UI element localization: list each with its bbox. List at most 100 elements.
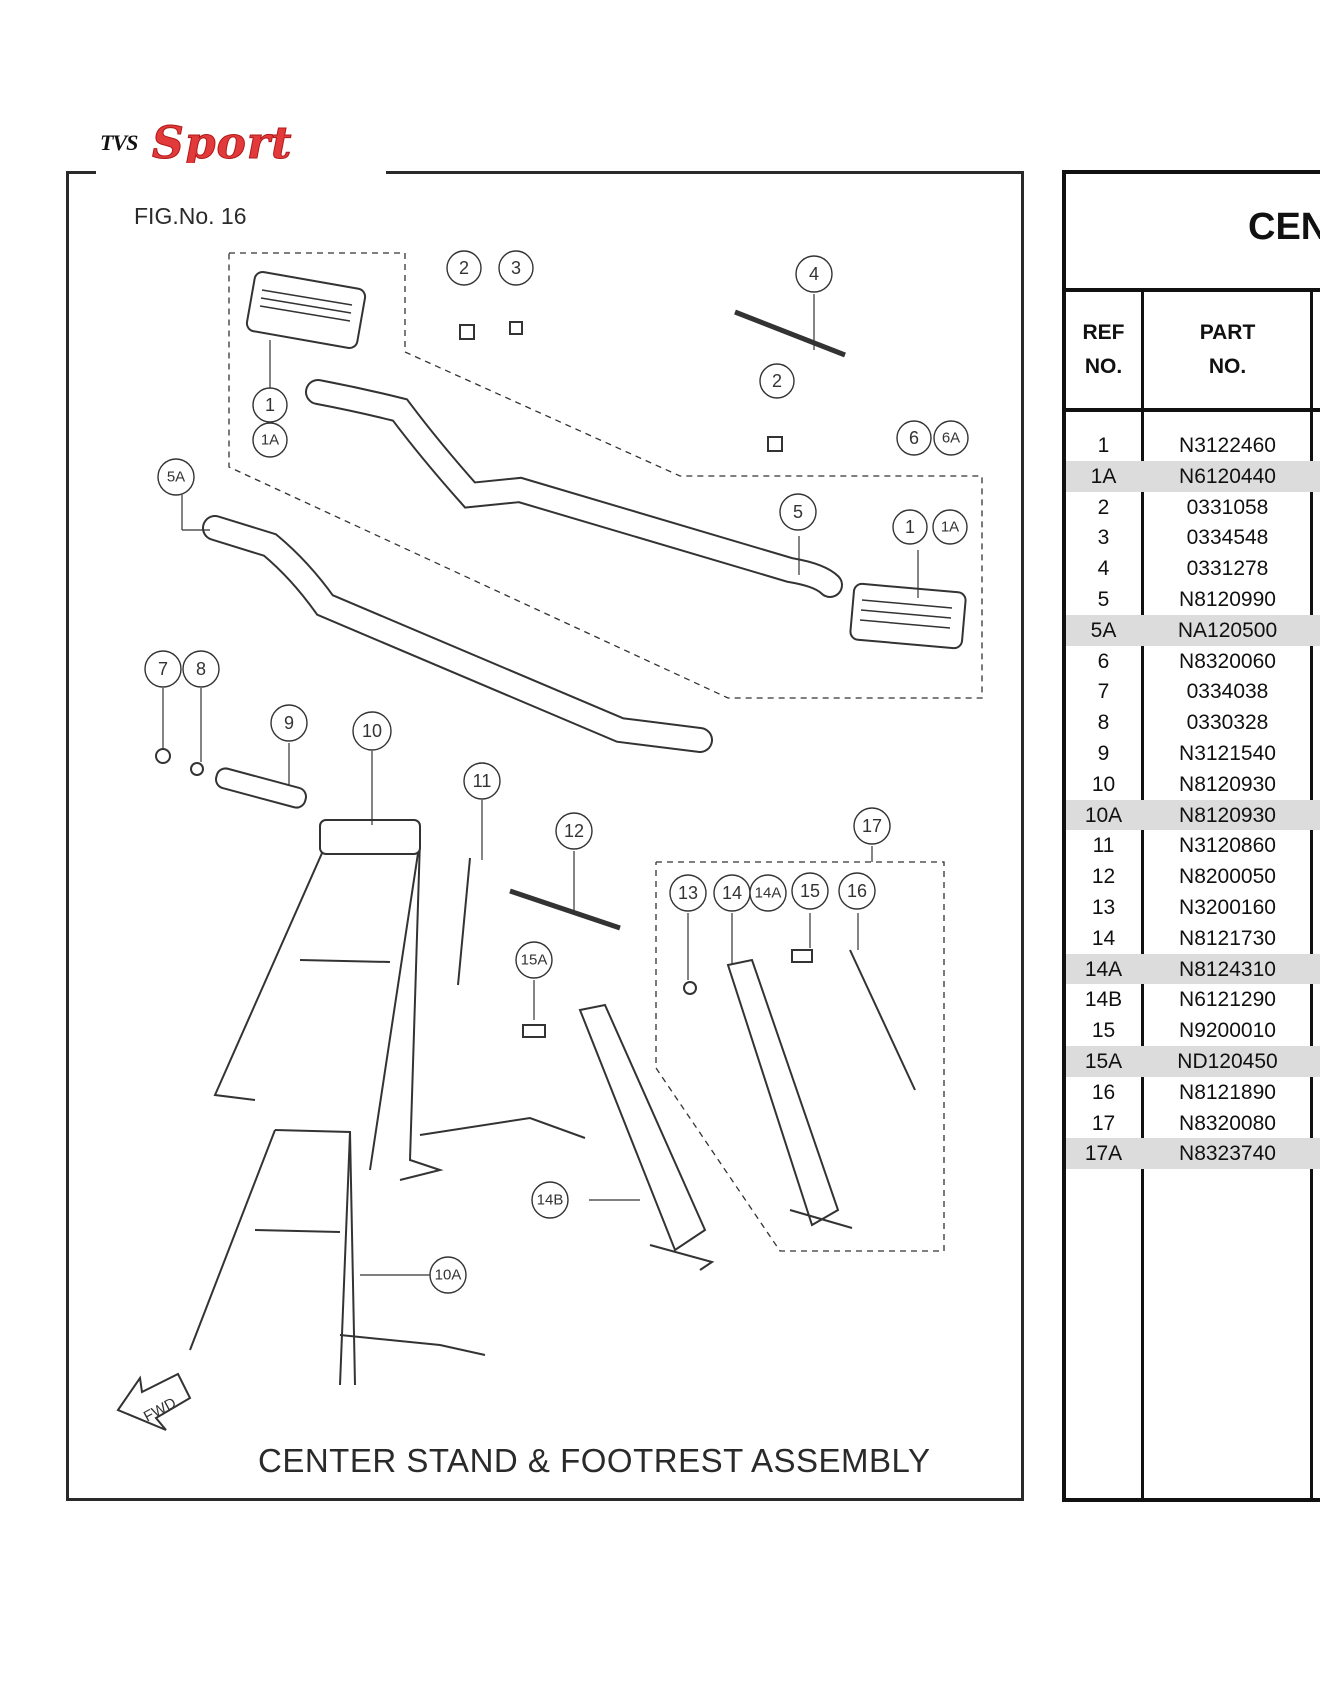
- part-number: N8120930: [1179, 803, 1276, 827]
- washer-8-icon: [190, 762, 204, 776]
- part-number: N8121890: [1179, 1080, 1276, 1104]
- center-stand-10A-icon: [189, 1129, 486, 1386]
- callout-2b: 2: [759, 363, 795, 399]
- ref-number: 15: [1091, 1019, 1116, 1043]
- footrest-rubber-right-icon: [849, 582, 967, 650]
- callout-2: 2: [446, 250, 482, 286]
- callout-12: 12: [555, 812, 593, 850]
- column-divider-part: [1310, 288, 1313, 1498]
- svg-text:15: 15: [800, 881, 820, 901]
- center-stand-10-icon: [213, 819, 586, 1181]
- svg-text:2: 2: [772, 371, 782, 391]
- svg-text:17: 17: [862, 816, 882, 836]
- svg-text:1A: 1A: [261, 432, 279, 449]
- part-number: N8200050: [1179, 865, 1276, 889]
- part-number: N8121730: [1179, 926, 1276, 950]
- brand-logo: TVS Sport: [100, 118, 360, 178]
- svg-text:10: 10: [362, 721, 382, 741]
- side-stand-group-outline: [655, 861, 945, 1252]
- svg-text:1: 1: [265, 395, 275, 415]
- part-number: N6120440: [1179, 464, 1276, 488]
- ref-number: 4: [1097, 557, 1110, 581]
- svg-text:6A: 6A: [942, 430, 960, 447]
- svg-text:12: 12: [564, 821, 584, 841]
- part-number: 0331278: [1186, 557, 1269, 581]
- callout-6A: 6A: [933, 420, 969, 456]
- part-number: N8320060: [1179, 649, 1276, 673]
- ref-number: 17: [1091, 1111, 1116, 1135]
- header-ref: REF NO.: [1082, 321, 1125, 378]
- callout-10A: 10A: [429, 1256, 467, 1294]
- table-header-row: REF NO. PART NO.: [1066, 292, 1320, 412]
- ref-number: 8: [1097, 711, 1110, 735]
- callout-1A: 1A: [252, 422, 288, 458]
- svg-text:8: 8: [196, 659, 206, 679]
- bolt-15-icon: [791, 949, 813, 963]
- callout-9: 9: [270, 704, 308, 742]
- exploded-parts-diagram: FWD 1 1A 2 3 4 2 6 6A 5A 5 1 1A 7 8 9 10…: [116, 250, 983, 1431]
- group-outlines: [228, 252, 983, 1252]
- callout-6: 6: [896, 420, 932, 456]
- part-number: NA120500: [1177, 618, 1278, 642]
- callout-5: 5: [779, 493, 817, 531]
- ref-number: 7: [1097, 680, 1110, 704]
- svg-text:14A: 14A: [755, 885, 782, 902]
- ref-number: 16: [1091, 1080, 1116, 1104]
- ref-number: 1A: [1090, 464, 1117, 488]
- callout-8: 8: [182, 650, 220, 688]
- svg-text:1A: 1A: [941, 519, 959, 536]
- callout-14B: 14B: [531, 1181, 569, 1219]
- callout-11: 11: [463, 762, 501, 800]
- ref-number: 5: [1097, 587, 1110, 611]
- svg-text:14: 14: [722, 883, 742, 903]
- part-number: N9200010: [1179, 1019, 1276, 1043]
- parts: [155, 270, 967, 1386]
- nut-3-icon: [509, 321, 523, 335]
- part-number: N8124310: [1179, 957, 1276, 981]
- callout-1Ab: 1A: [932, 509, 968, 545]
- table-title: CEN: [1248, 206, 1320, 248]
- callout-17: 17: [853, 807, 891, 845]
- callout-bubbles: 1 1A 2 3 4 2 6 6A 5A 5 1 1A 7 8 9 10 11 …: [144, 250, 969, 1294]
- callout-4: 4: [795, 255, 833, 293]
- part-number: N3122460: [1179, 434, 1276, 457]
- svg-text:5: 5: [793, 502, 803, 522]
- part-number: N3121540: [1179, 741, 1276, 765]
- table-row: 10A N8120930: [1066, 799, 1320, 831]
- pin-9-icon: [215, 767, 307, 809]
- part-number: N8120930: [1179, 772, 1276, 796]
- nut-13-icon: [683, 981, 697, 995]
- spring-16-icon: [849, 949, 916, 1091]
- ref-number: 13: [1091, 895, 1116, 919]
- callout-16: 16: [838, 872, 876, 910]
- callout-1: 1: [252, 387, 288, 423]
- side-stand-14B-icon: [578, 1003, 715, 1271]
- svg-text:15A: 15A: [521, 952, 548, 969]
- long-bolt-icon: [734, 309, 846, 358]
- ref-number: 17A: [1084, 1142, 1123, 1166]
- part-number: N6121290: [1179, 988, 1276, 1012]
- ref-number: 10A: [1084, 803, 1123, 827]
- figure-caption: CENTER STAND & FOOTREST ASSEMBLY: [258, 1442, 931, 1479]
- bolt-2b-icon: [767, 436, 783, 452]
- svg-text:13: 13: [678, 883, 698, 903]
- svg-text:10A: 10A: [435, 1267, 462, 1284]
- spring-11-icon: [457, 857, 471, 986]
- svg-text:1: 1: [905, 517, 915, 537]
- svg-text:6: 6: [909, 428, 919, 448]
- leader-lines: [162, 294, 919, 1276]
- ref-number: 10: [1091, 772, 1116, 796]
- ref-number: 3: [1097, 526, 1110, 550]
- figure-frame: [66, 171, 1024, 1501]
- svg-text:9: 9: [284, 713, 294, 733]
- svg-text:11: 11: [473, 771, 492, 791]
- callout-3: 3: [498, 250, 534, 286]
- svg-text:16: 16: [847, 881, 867, 901]
